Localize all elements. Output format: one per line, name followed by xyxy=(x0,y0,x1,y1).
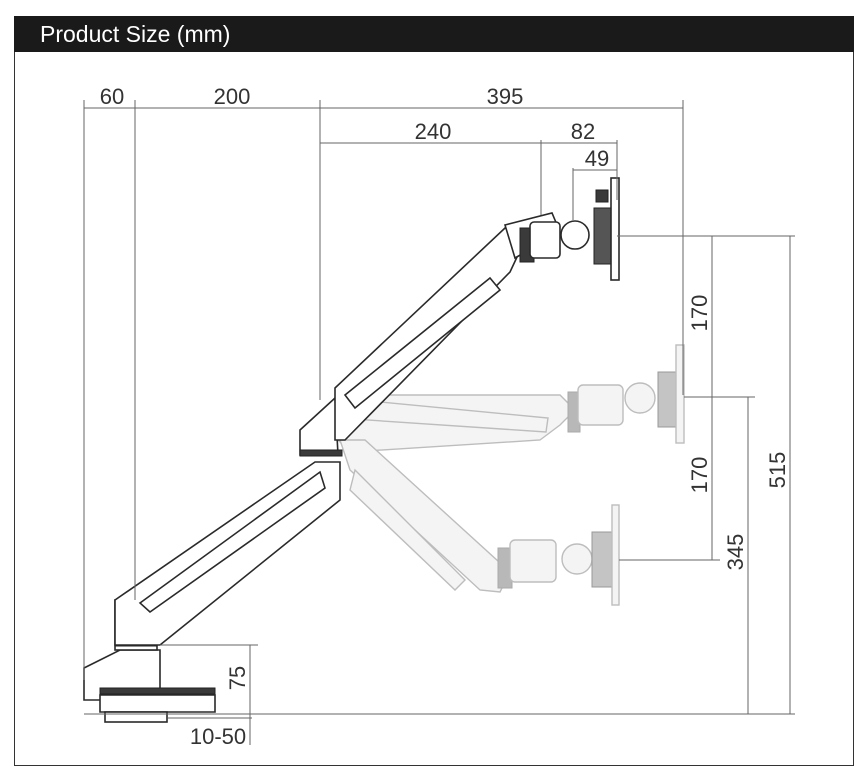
dim-label-82: 82 xyxy=(571,119,595,144)
dim-label-200: 200 xyxy=(214,84,251,109)
tilt-ball xyxy=(560,220,590,250)
header-bar xyxy=(14,16,854,52)
elbow-joint xyxy=(299,396,339,456)
dim-label-60: 60 xyxy=(100,84,124,109)
dim-label-49: 49 xyxy=(585,146,609,171)
dimension-lines xyxy=(83,100,795,745)
dim-label-345: 345 xyxy=(723,534,748,571)
dim-label-240: 240 xyxy=(415,119,452,144)
dim-label-515: 515 xyxy=(765,452,790,489)
dim-label-170-upper: 170 xyxy=(687,295,712,332)
ghost-arm-middle-position xyxy=(337,344,685,453)
page-title: Product Size (mm) xyxy=(40,21,231,47)
dim-label-75: 75 xyxy=(225,666,250,690)
dim-label-395: 395 xyxy=(487,84,524,109)
dim-label-170-lower: 170 xyxy=(687,457,712,494)
monitor-arm-solid xyxy=(83,177,620,723)
ghost-arm-lower-position xyxy=(339,439,620,606)
dim-label-10-50: 10-50 xyxy=(190,724,246,749)
